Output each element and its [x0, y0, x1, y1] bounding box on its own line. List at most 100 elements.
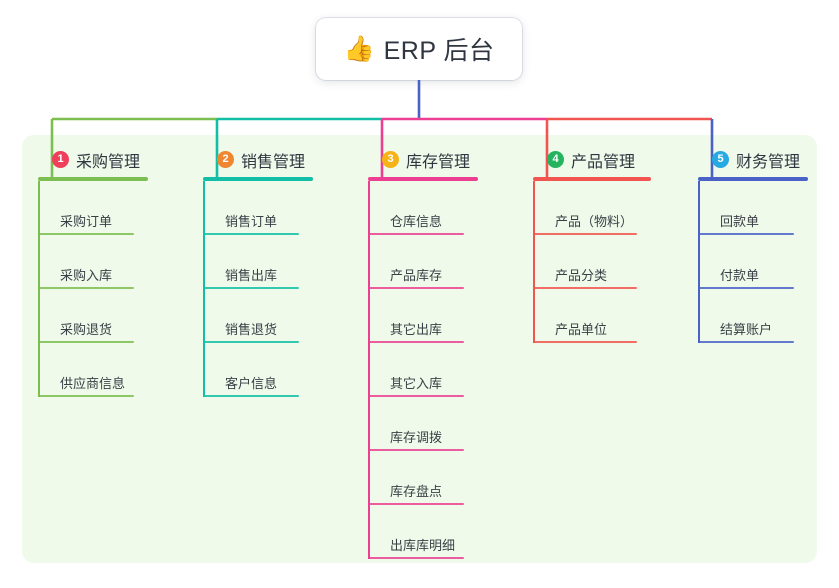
menu-item-label: 产品（物料） — [555, 214, 634, 229]
column-header[interactable]: 3 库存管理 — [368, 146, 478, 173]
menu-item-rule — [38, 395, 134, 397]
menu-item-rule — [368, 503, 464, 505]
menu-item[interactable]: 采购退货 — [38, 289, 148, 343]
column-产品管理: 4 产品管理产品（物料） 产品分类产品单位 — [533, 146, 651, 343]
column-header-rule — [698, 177, 808, 181]
menu-item[interactable]: 库存调拨 — [368, 397, 478, 451]
menu-item-rule — [533, 233, 637, 235]
menu-item-label: 销售订单 — [225, 214, 278, 229]
menu-item[interactable]: 销售订单 — [203, 181, 313, 235]
menu-item[interactable]: 其它入库 — [368, 343, 478, 397]
menu-item[interactable]: 回款单 — [698, 181, 808, 235]
menu-item-rule — [203, 395, 299, 397]
column-title: 库存管理 — [406, 153, 471, 171]
menu-item-label: 其它入库 — [390, 376, 443, 391]
column-spine — [203, 181, 205, 397]
column-spine — [368, 181, 370, 559]
menu-item[interactable]: 出库库明细 — [368, 505, 478, 559]
column-title: 采购管理 — [76, 153, 141, 171]
menu-item-rule — [368, 233, 464, 235]
menu-item-label: 其它出库 — [390, 322, 443, 337]
column-header-rule — [368, 177, 478, 181]
column-title: 销售管理 — [241, 153, 306, 171]
column-index-badge: 5 — [712, 151, 729, 168]
column-header-rule — [533, 177, 651, 181]
menu-item-rule — [698, 341, 794, 343]
menu-item-rule — [533, 341, 637, 343]
menu-item[interactable]: 其它出库 — [368, 289, 478, 343]
menu-item-rule — [698, 287, 794, 289]
column-spine — [38, 181, 40, 397]
menu-item-label: 采购退货 — [60, 322, 113, 337]
column-index-badge: 3 — [382, 151, 399, 168]
menu-item-rule — [203, 341, 299, 343]
menu-item-rule — [698, 233, 794, 235]
column-index-badge: 4 — [547, 151, 564, 168]
column-spine — [533, 181, 535, 343]
menu-item[interactable]: 产品分类 — [533, 235, 651, 289]
menu-item[interactable]: 采购订单 — [38, 181, 148, 235]
column-title: 财务管理 — [736, 153, 801, 171]
menu-item-rule — [368, 287, 464, 289]
menu-item-label: 销售出库 — [225, 268, 278, 283]
menu-item[interactable]: 付款单 — [698, 235, 808, 289]
column-items: 销售订单销售出库销售退货客户信息 — [203, 181, 313, 397]
menu-item-rule — [368, 341, 464, 343]
root-title: ERP 后台 — [383, 37, 495, 65]
menu-item-label: 结算账户 — [720, 322, 773, 337]
menu-item-label: 销售退货 — [225, 322, 278, 337]
menu-item-label: 采购入库 — [60, 268, 113, 283]
menu-item-rule — [38, 341, 134, 343]
menu-item[interactable]: 产品单位 — [533, 289, 651, 343]
menu-item[interactable]: 客户信息 — [203, 343, 313, 397]
menu-item-rule — [203, 287, 299, 289]
menu-item-label: 仓库信息 — [390, 214, 443, 229]
branches-panel — [22, 135, 817, 563]
column-title: 产品管理 — [571, 153, 636, 171]
menu-item-label: 产品分类 — [555, 268, 608, 283]
menu-item[interactable]: 仓库信息 — [368, 181, 478, 235]
menu-item-label: 客户信息 — [225, 376, 278, 391]
menu-item-label: 库存调拨 — [390, 430, 443, 445]
root-node[interactable]: 👍 ERP 后台 — [316, 18, 522, 80]
menu-item[interactable]: 结算账户 — [698, 289, 808, 343]
menu-item-rule — [533, 287, 637, 289]
column-header[interactable]: 5 财务管理 — [698, 146, 808, 173]
menu-item-label: 产品单位 — [555, 322, 608, 337]
menu-item-rule — [368, 395, 464, 397]
column-header[interactable]: 2 销售管理 — [203, 146, 313, 173]
column-items: 采购订单采购入库采购退货供应商信息 — [38, 181, 148, 397]
menu-item-label: 付款单 — [720, 268, 760, 283]
menu-item[interactable]: 产品（物料） — [533, 181, 651, 235]
menu-item[interactable]: 销售出库 — [203, 235, 313, 289]
column-items: 仓库信息产品库存其它出库其它入库库存调拨库存盘点出库库明细 — [368, 181, 478, 559]
column-库存管理: 3 库存管理仓库信息产品库存其它出库其它入库库存调拨库存盘点出库库明细 — [368, 146, 478, 559]
menu-item-label: 产品库存 — [390, 268, 443, 283]
column-销售管理: 2 销售管理销售订单销售出库销售退货客户信息 — [203, 146, 313, 397]
menu-item-rule — [368, 449, 464, 451]
menu-item-label: 供应商信息 — [60, 376, 126, 391]
menu-item[interactable]: 产品库存 — [368, 235, 478, 289]
menu-item-label: 回款单 — [720, 214, 760, 229]
menu-item-rule — [203, 233, 299, 235]
menu-item[interactable]: 库存盘点 — [368, 451, 478, 505]
column-items: 产品（物料） 产品分类产品单位 — [533, 181, 651, 343]
column-spine — [698, 181, 700, 343]
column-header[interactable]: 4 产品管理 — [533, 146, 651, 173]
menu-item-rule — [368, 557, 464, 559]
column-header-rule — [203, 177, 313, 181]
menu-item-label: 采购订单 — [60, 214, 113, 229]
column-header-rule — [38, 177, 148, 181]
menu-item-rule — [38, 233, 134, 235]
thumbs-up-icon: 👍 — [343, 34, 375, 63]
menu-item-label: 出库库明细 — [390, 538, 456, 553]
column-items: 回款单付款单结算账户 — [698, 181, 808, 343]
menu-item[interactable]: 供应商信息 — [38, 343, 148, 397]
menu-item-label: 库存盘点 — [390, 484, 443, 499]
menu-item[interactable]: 采购入库 — [38, 235, 148, 289]
menu-item[interactable]: 销售退货 — [203, 289, 313, 343]
column-index-badge: 2 — [217, 151, 234, 168]
